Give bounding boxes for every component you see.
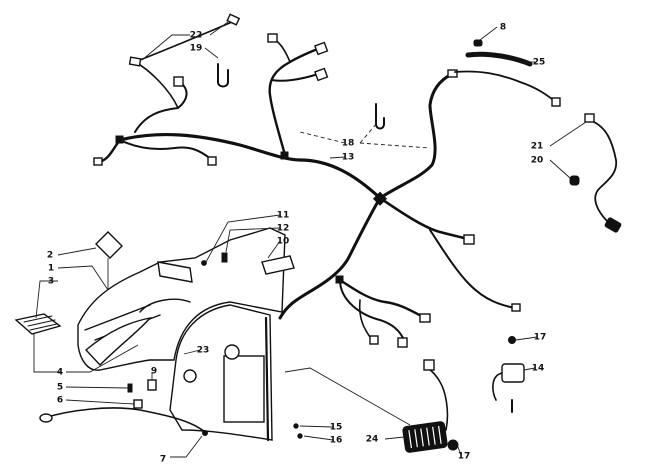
callout-c25: 25 <box>533 58 546 68</box>
callout-c24: 24 <box>366 435 379 445</box>
main-wiring-harness <box>98 21 516 343</box>
callout-c4: 4 <box>57 368 63 378</box>
callout-c3: 3 <box>48 277 54 287</box>
callout-c2: 2 <box>47 251 53 261</box>
cable-25 <box>454 39 561 107</box>
callout-c14: 14 <box>532 364 545 374</box>
callout-c20: 20 <box>531 156 544 166</box>
callout-c9: 9 <box>151 367 157 377</box>
callout-c17b: 17 <box>458 452 471 462</box>
harness-connectors <box>93 13 521 348</box>
callout-c19: 19 <box>190 44 203 54</box>
callout-c23: 23 <box>197 346 210 356</box>
callout-c10: 10 <box>277 237 290 247</box>
callout-c8: 8 <box>500 23 506 33</box>
loose-parts <box>14 231 525 453</box>
callout-c13: 13 <box>342 153 355 163</box>
console-housing <box>77 227 286 442</box>
callout-labels: 1234567891011121314151617171819202122232… <box>47 23 546 465</box>
hooks <box>217 63 385 130</box>
callout-c16: 16 <box>330 436 343 446</box>
callout-c6: 6 <box>57 396 63 406</box>
cable-21 <box>569 113 622 233</box>
callout-c1: 1 <box>48 264 54 274</box>
callout-c5: 5 <box>57 383 63 393</box>
callout-c17a: 17 <box>534 333 547 343</box>
callout-c18: 18 <box>342 139 355 149</box>
callout-c7: 7 <box>160 455 166 465</box>
callout-c11: 11 <box>277 211 290 221</box>
callout-c15: 15 <box>330 423 343 433</box>
leader-lines <box>33 21 587 458</box>
callout-c21: 21 <box>531 142 544 152</box>
callout-c12: 12 <box>277 224 290 234</box>
callout-c22: 22 <box>190 31 203 41</box>
